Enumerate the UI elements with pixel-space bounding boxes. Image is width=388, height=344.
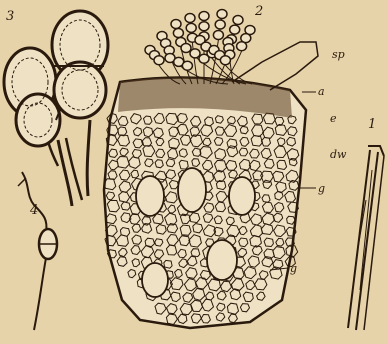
label-g1: g xyxy=(318,182,325,195)
fig1-tissue-section xyxy=(104,78,306,329)
label-a: a xyxy=(318,85,325,98)
fig2-label: 2 xyxy=(254,4,263,19)
label-g2: g xyxy=(290,262,297,275)
label-e: e xyxy=(330,112,337,125)
fig4-label: 4 xyxy=(29,203,38,218)
label-dw: dw xyxy=(330,148,347,161)
fig3-label: 3 xyxy=(6,9,14,24)
fig1-label: 1 xyxy=(368,117,376,132)
label-sp: sp xyxy=(332,48,345,61)
